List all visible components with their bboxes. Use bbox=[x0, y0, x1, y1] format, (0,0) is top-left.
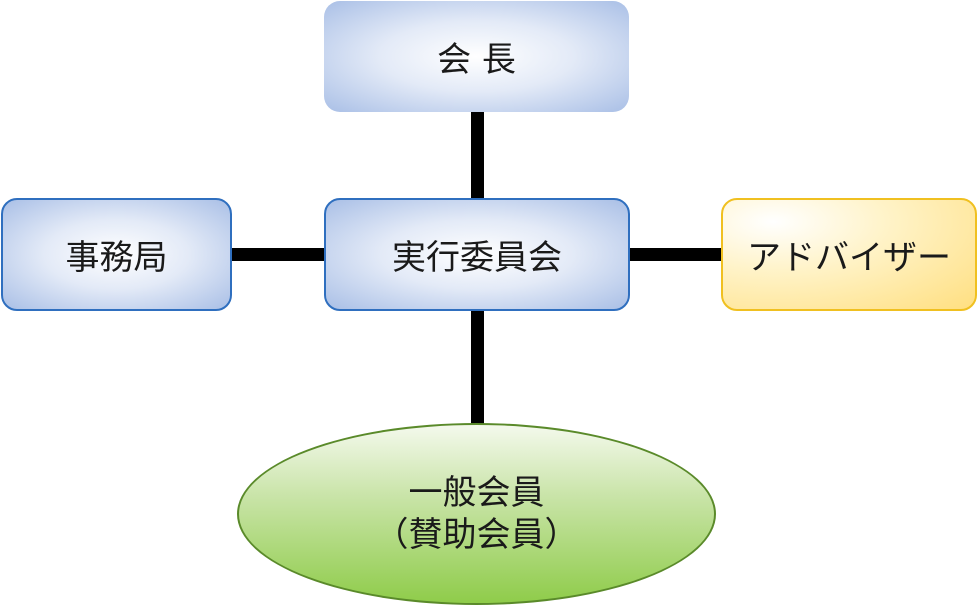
node-secretariat-label: 事務局 bbox=[65, 238, 168, 278]
node-president: 会 長 bbox=[324, 1, 629, 112]
node-advisor-label: アドバイザー bbox=[747, 238, 951, 278]
connector-committee-to-members bbox=[471, 310, 484, 425]
connector-secretariat-to-committee bbox=[231, 248, 325, 261]
connector-president-to-committee bbox=[471, 112, 484, 200]
node-general-members-line1: 一般会員 bbox=[408, 473, 545, 513]
node-executive-committee-label: 実行委員会 bbox=[392, 238, 562, 278]
node-president-label: 会 長 bbox=[437, 40, 516, 80]
node-general-members-line2: （賛助会員） bbox=[374, 515, 579, 555]
node-executive-committee: 実行委員会 bbox=[324, 198, 630, 311]
node-advisor: アドバイザー bbox=[721, 198, 977, 311]
node-secretariat: 事務局 bbox=[1, 198, 232, 311]
node-general-members: 一般会員 （賛助会員） bbox=[237, 423, 716, 605]
connector-committee-to-advisor bbox=[629, 248, 722, 261]
